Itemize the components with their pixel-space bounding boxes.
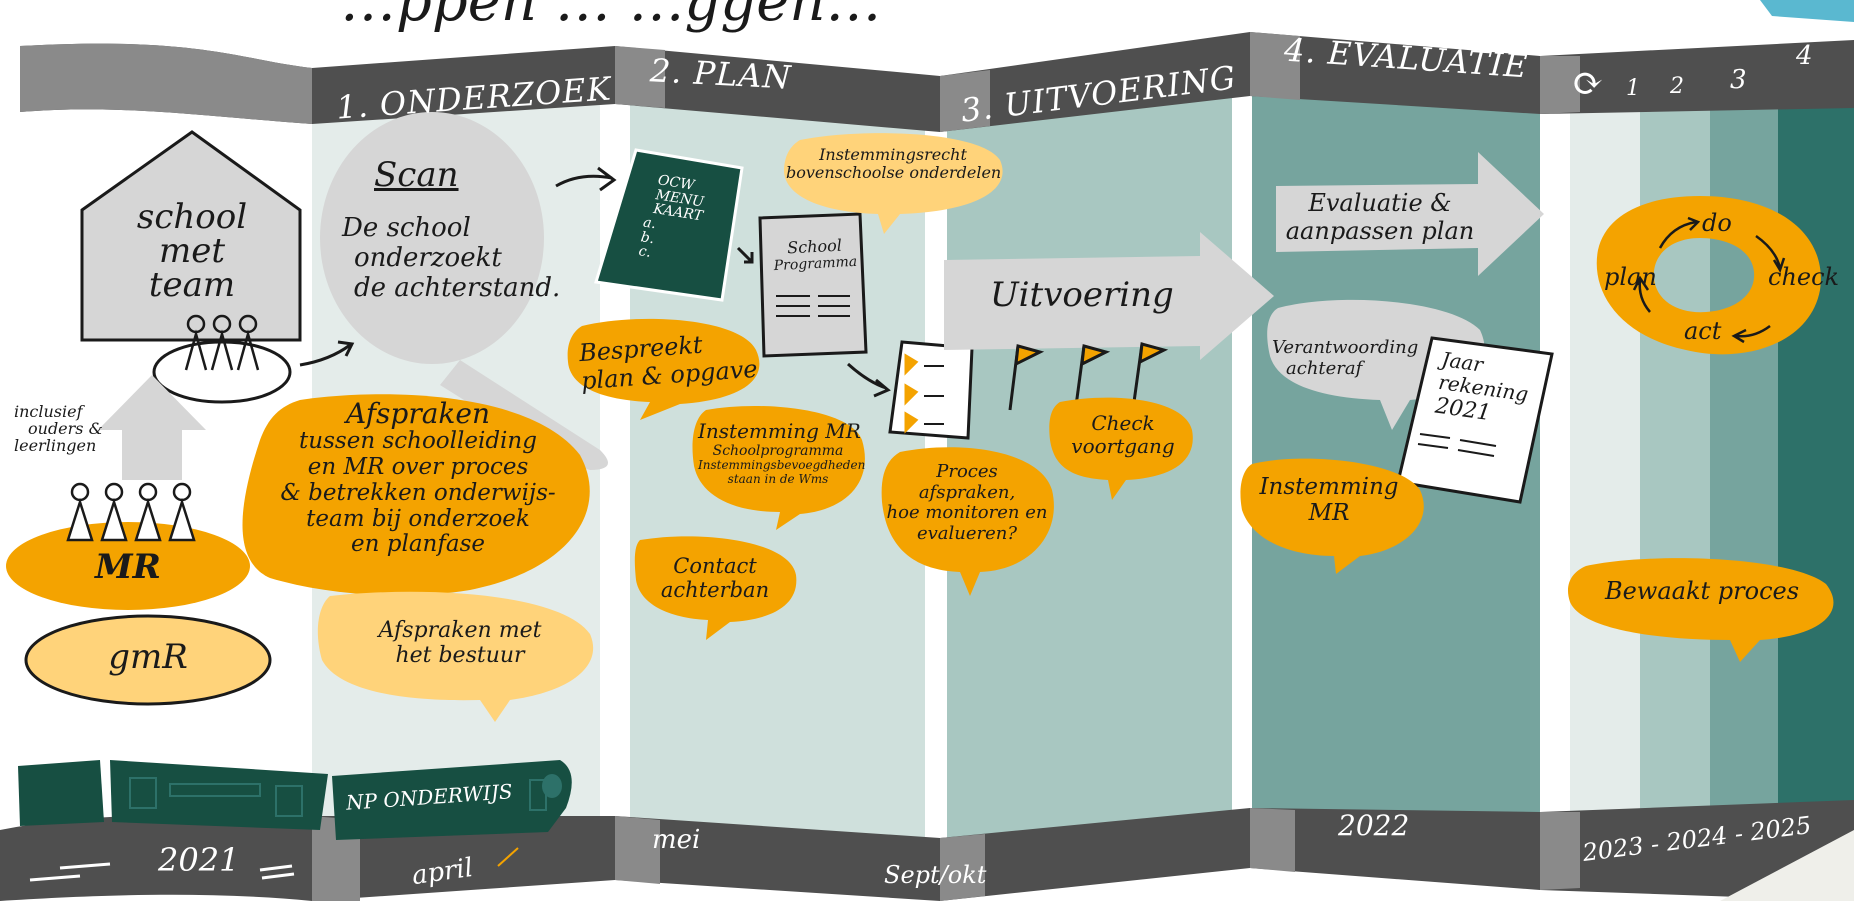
contact-bubble: [634, 536, 797, 640]
instemming-mr-plan-bubble: [692, 405, 865, 530]
pdca-act: act: [1684, 317, 1722, 345]
cycle-col-4: [1778, 64, 1854, 830]
timeline-mei: mei: [652, 825, 701, 855]
cycle-step-2: 2: [1670, 74, 1685, 99]
gmr-ellipse: [24, 614, 272, 706]
pdca-check: check: [1768, 263, 1840, 291]
school-label: school met team: [136, 197, 248, 305]
contact-text: Contact achterban: [660, 554, 770, 603]
instemmingsrecht-text: Instemmingsrecht bovenschoolse onderdele…: [786, 145, 1002, 183]
ouders-leerlingen-note: inclusief ouders & leerlingen: [14, 402, 103, 455]
bewaakt-bubble: [1567, 558, 1834, 662]
mr-people-icon: [66, 482, 196, 542]
instemming-mr-plan-text: Instemming MR Schoolprogramma Instemming…: [698, 419, 866, 486]
bespreekt-bubble: [567, 318, 760, 420]
cycle-step-1: 1: [1626, 76, 1641, 101]
ouders-up-arrow: [98, 375, 206, 480]
proces-afspraken-bubble: [881, 447, 1054, 596]
school-house-shape: [80, 130, 302, 342]
school-programma-doc: [758, 212, 868, 358]
uitvoering-arrow-label: Uitvoering: [990, 275, 1174, 315]
evaluatie-arrow-shape: [1276, 152, 1544, 276]
ocw-menu-card: [594, 148, 744, 302]
team-people-icon: [184, 314, 260, 371]
verantwoording-text: Verantwoording achteraf: [1272, 337, 1419, 379]
check-voortgang-text: Check voortgang: [1071, 411, 1175, 458]
verantwoording-bubble: [1267, 299, 1485, 430]
school-programma-text: School Programma: [773, 235, 858, 275]
pdca-ring: [1596, 196, 1821, 355]
instemming-mr-eval-text: Instemming MR: [1259, 474, 1399, 527]
gmr-label: gmR: [108, 637, 188, 677]
instemming-mr-eval-bubble: [1240, 458, 1424, 574]
house-to-scan-arrow: [299, 343, 351, 367]
pdca-plan: plan: [1604, 263, 1657, 291]
afspraken-proces-text: Afspraken tussen schoolleiding en MR ove…: [280, 397, 556, 558]
afspraken-bestuur-text: Afspraken met het bestuur: [378, 618, 542, 669]
cycle-step-4: 4: [1796, 41, 1814, 71]
timeline-sept: Sept/okt: [884, 861, 987, 889]
cycle-step-3: 3: [1730, 65, 1748, 95]
scan-title: Scan: [374, 155, 459, 195]
jaarrekening-doc: [1396, 336, 1554, 504]
instemmingsrecht-bubble: [784, 133, 1003, 234]
scan-text: De school onderzoekt de achterstand.: [342, 213, 561, 303]
cycle-col-1: [1570, 70, 1640, 830]
timeline-2022: 2022: [1338, 809, 1410, 842]
jaarrekening-text: Jaar rekening 2021: [1433, 347, 1530, 427]
timeline-2021: 2021: [158, 841, 240, 879]
cycle-col-3: [1710, 66, 1778, 830]
afspraken-bestuur-bubble: [317, 591, 594, 722]
header-title: …ppen … …ggen…: [340, 0, 882, 34]
scan-to-plan-arrow: [555, 174, 613, 188]
uitvoering-arrow-shape: [944, 232, 1274, 360]
check-voortgang-bubble: [1049, 397, 1193, 500]
pdca-do: do: [1702, 209, 1732, 237]
mr-ellipse: [6, 522, 250, 610]
cycle-col-2: [1640, 68, 1710, 830]
top-band: [20, 32, 1854, 132]
bewaakt-text: Bewaakt proces: [1604, 577, 1800, 605]
np-onderwijs-train: [18, 760, 572, 840]
corner-page-curl: [1720, 830, 1854, 901]
milestone-flags-icon: [1008, 342, 1169, 411]
mr-label: MR: [95, 547, 161, 587]
evaluatie-arrow-label: Evaluatie & aanpassen plan: [1285, 189, 1475, 245]
team-platform: [152, 340, 292, 404]
refresh-cycle-icon: ⟳: [1572, 61, 1605, 105]
phase-label-plan: 2. PLAN: [649, 51, 793, 97]
scan-magnifier-lens: [320, 112, 544, 364]
proces-afspraken-text: Proces afspraken, hoe monitoren en evalu…: [886, 461, 1048, 545]
afspraken-proces-bubble: [242, 394, 590, 596]
corner-tab: [1760, 0, 1854, 22]
